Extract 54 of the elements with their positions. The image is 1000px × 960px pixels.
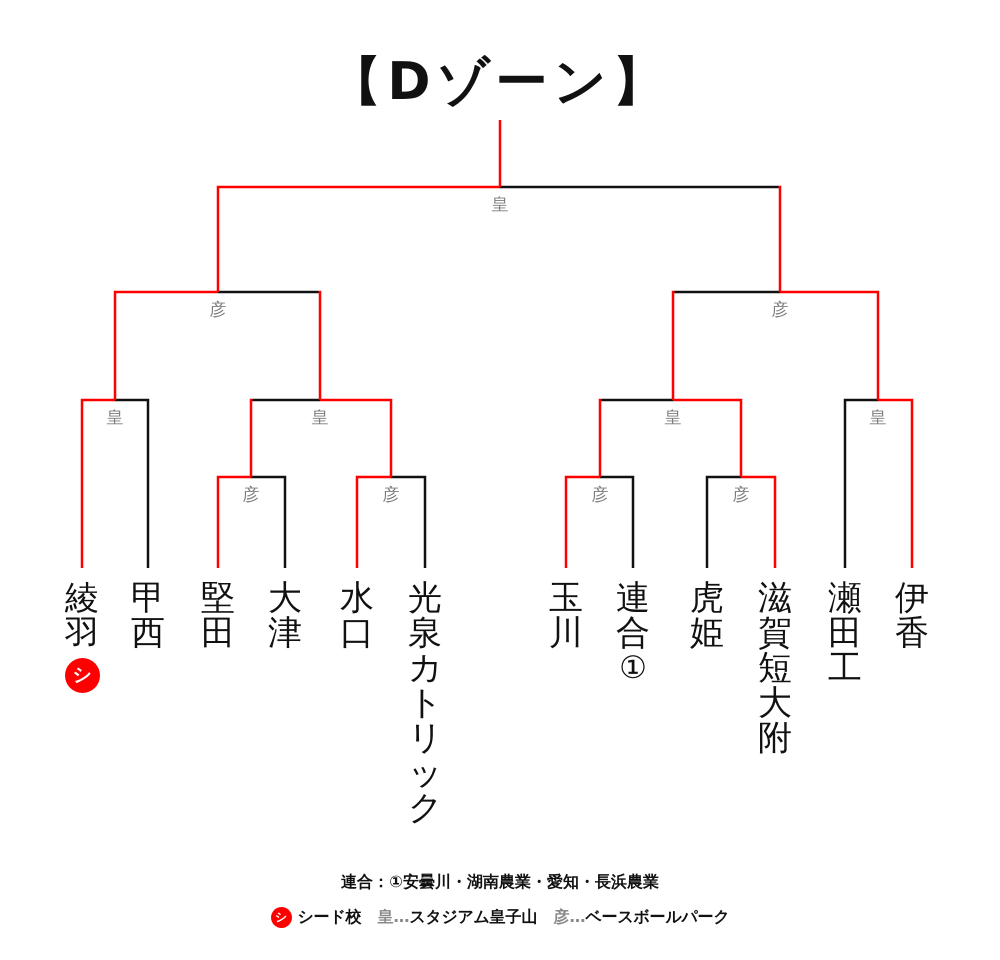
team-name: 綾羽 [65, 581, 99, 651]
legend-text: 皇…スタジアム皇子山 [378, 906, 538, 928]
bracket-line [251, 476, 286, 568]
bracket-line [356, 476, 391, 568]
venue-mark: 彦 [210, 300, 226, 320]
team-name: 虎姫 [690, 581, 724, 651]
bracket-line [114, 290, 218, 400]
bracket-line [706, 476, 741, 568]
venue-mark: 彦 [772, 300, 788, 320]
bracket-line [844, 398, 878, 568]
venue-mark: 彦 [592, 485, 608, 505]
bracket-line [780, 290, 880, 400]
bracket-line [600, 476, 634, 568]
bracket-line [498, 118, 502, 187]
footnote-text: 連合：①安曇川・湖南農業・愛知・長浜農業 [341, 871, 659, 893]
bracket-line [672, 290, 780, 400]
bracket-line [564, 476, 600, 568]
footnote-mark: ① [619, 651, 647, 686]
team-name: 水口 [340, 581, 374, 651]
team-name: 滋賀短大附 [758, 581, 792, 756]
team-name: 甲西 [131, 581, 165, 651]
team-name: 伊香 [895, 581, 929, 651]
bracket-line [80, 398, 115, 568]
title: 【Dゾーン】 [329, 52, 671, 112]
venue-mark: 彦 [382, 485, 400, 505]
venue-mark: 皇 [492, 195, 508, 215]
venue-mark: 皇 [664, 408, 682, 428]
venue-mark: 皇 [106, 408, 124, 428]
bracket-line [673, 398, 742, 477]
bracket-line [218, 290, 322, 400]
seed-badge: シ [64, 658, 100, 693]
bracket-line [115, 398, 150, 568]
bracket-line [500, 186, 782, 292]
team-name: 堅田 [201, 581, 235, 651]
bracket-line [320, 398, 392, 477]
bracket-line [216, 186, 500, 292]
team-name: 大津 [268, 581, 302, 651]
team-name: 光泉カトリック [408, 581, 442, 826]
legend-text: シード校 [298, 906, 362, 928]
venue-mark: 皇 [870, 408, 886, 428]
team-name: 玉川 [549, 581, 583, 651]
team-name: 連合 [616, 581, 650, 651]
venue-mark: 彦 [732, 485, 750, 505]
venue-mark: 皇 [312, 408, 328, 428]
bracket-line [878, 398, 914, 568]
bracket-line [250, 398, 320, 477]
venue-mark: 彦 [242, 485, 260, 505]
bracket-line [741, 476, 776, 568]
bracket-line [216, 476, 251, 568]
bracket-line [598, 398, 673, 477]
seed-badge: シ [270, 906, 292, 928]
bracket-line [391, 476, 426, 568]
team-name: 瀬田工 [828, 581, 862, 686]
legend-text: 彦…ベースボールパーク [554, 906, 730, 928]
